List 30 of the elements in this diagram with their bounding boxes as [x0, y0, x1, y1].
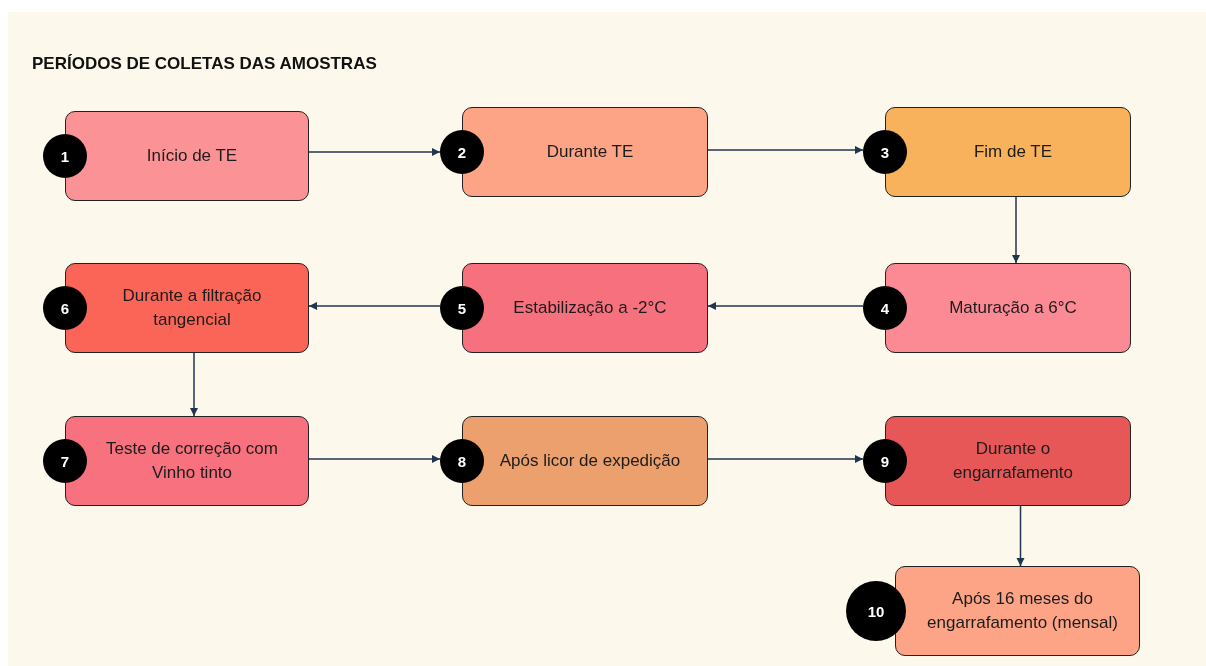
step-label: Teste de correção com Vinho tinto	[105, 438, 279, 484]
arrow	[308, 455, 441, 463]
step-number: 9	[863, 439, 907, 483]
step-label: Após 16 meses do engarrafamento (mensal)	[926, 588, 1119, 634]
step-number: 8	[440, 439, 484, 483]
step-number: 10	[846, 581, 906, 641]
step-number: 7	[43, 439, 87, 483]
arrow	[308, 148, 441, 156]
step-number: 2	[440, 130, 484, 174]
step-label: Durante TE	[546, 141, 634, 164]
arrow	[190, 352, 198, 417]
arrow	[308, 302, 441, 310]
arrow	[1016, 505, 1025, 567]
arrow	[707, 146, 864, 154]
step-number: 1	[43, 134, 87, 178]
arrow	[707, 455, 864, 463]
step-label: Fim de TE	[973, 141, 1053, 164]
step-label: Durante a filtração tangencial	[121, 285, 263, 331]
step-label: Após licor de expedição	[499, 450, 681, 473]
arrow	[707, 302, 864, 310]
step-number: 5	[440, 286, 484, 330]
step-label: Estabilização a -2°C	[513, 297, 667, 320]
step-number: 4	[863, 286, 907, 330]
step-label: Durante o engarrafamento	[952, 438, 1074, 484]
step-number: 6	[43, 286, 87, 330]
step-label: Início de TE	[146, 145, 238, 168]
diagram-title: PERÍODOS DE COLETAS DAS AMOSTRAS	[32, 54, 377, 74]
step-number: 3	[863, 130, 907, 174]
step-label: Maturação a 6°C	[949, 297, 1077, 320]
arrow	[1012, 196, 1020, 264]
